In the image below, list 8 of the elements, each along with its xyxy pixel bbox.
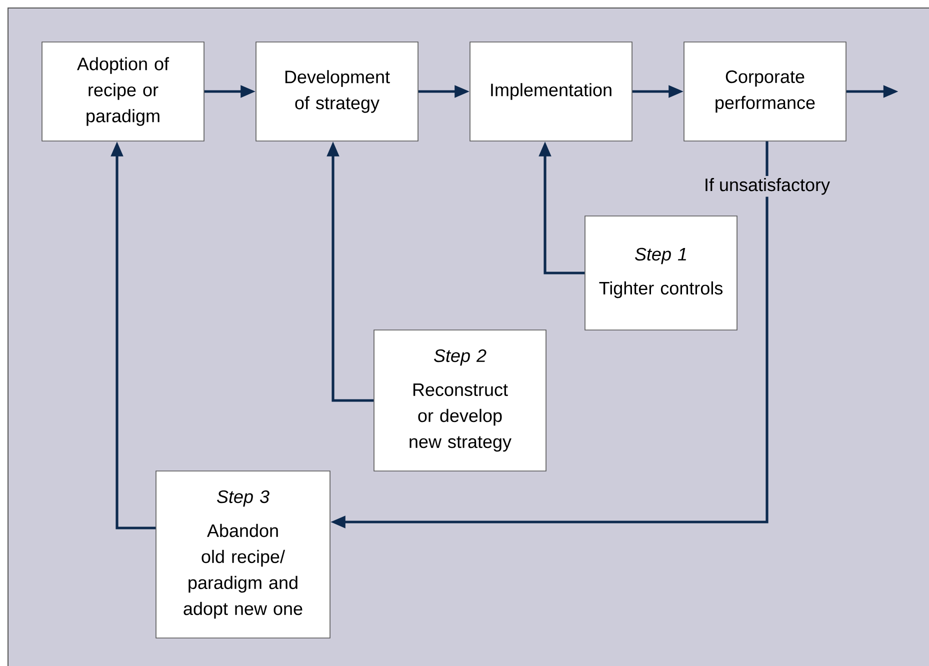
edge-label: If unsatisfactory: [702, 176, 832, 197]
process-box: Implementation: [470, 42, 632, 142]
step-box: Step 3 Abandon old recipe/ paradigm and adopt new one: [156, 470, 330, 638]
process-box: Development of strategy: [256, 42, 418, 142]
process-box: Corporate performance: [684, 42, 846, 142]
step-box: Step 1 Tighter controls: [584, 216, 738, 330]
process-box: Adoption of recipe or paradigm: [42, 42, 204, 142]
step-box: Step 2 Reconstruct or develop new strategy: [374, 330, 546, 472]
